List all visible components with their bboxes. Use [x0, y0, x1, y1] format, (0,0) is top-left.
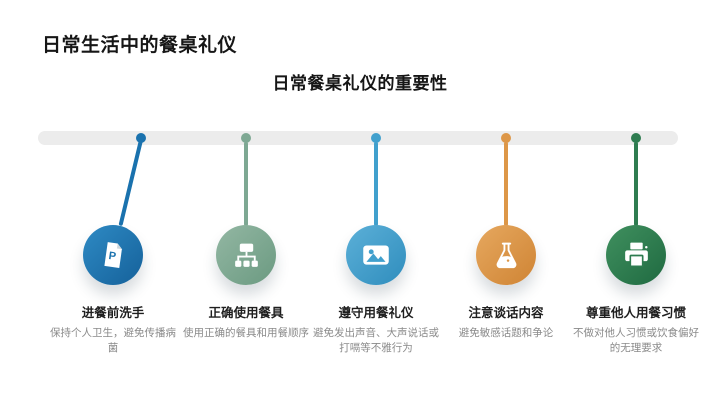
step-circle [476, 225, 536, 285]
timeline-bar [38, 131, 678, 145]
step-circle [346, 225, 406, 285]
page-subtitle: 日常餐桌礼仪的重要性 [272, 74, 448, 93]
connector-line [118, 139, 143, 226]
timeline-item: 正确使用餐具 使用正确的餐具和用餐顺序 [176, 225, 316, 341]
timeline-dot [501, 133, 511, 143]
timeline-dot [241, 133, 251, 143]
connector-line [244, 142, 248, 226]
svg-text:P: P [108, 250, 117, 263]
page-title: 日常生活中的餐桌礼仪 [42, 35, 238, 56]
sitemap-icon [234, 243, 258, 267]
item-desc: 保持个人卫生，避免传播病菌 [50, 327, 176, 354]
item-desc: 避免发出声音、大声说话或打嗝等不雅行为 [313, 327, 439, 354]
item-desc: 使用正确的餐具和用餐顺序 [183, 327, 309, 339]
document-p-icon: P [104, 242, 122, 268]
flask-icon [496, 242, 516, 268]
timeline-item: 注意谈话内容 避免敏感话题和争论 [436, 225, 576, 341]
item-title: 注意谈话内容 [468, 306, 544, 320]
item-title: 正确使用餐具 [208, 306, 284, 320]
connector-line [374, 142, 378, 226]
step-circle [606, 225, 666, 285]
timeline-item: P 进餐前洗手 保持个人卫生，避免传播病菌 [43, 225, 183, 356]
timeline-item: 尊重他人用餐习惯 不做对他人习惯或饮食偏好的无理要求 [566, 225, 706, 356]
item-desc: 避免敏感话题和争论 [458, 327, 554, 339]
printer-icon [624, 242, 648, 267]
item-title: 进餐前洗手 [81, 306, 145, 320]
connector-line [504, 142, 508, 226]
image-icon [363, 245, 389, 265]
timeline-dot [631, 133, 641, 143]
timeline-item: 遵守用餐礼仪 避免发出声音、大声说话或打嗝等不雅行为 [306, 225, 446, 356]
item-desc: 不做对他人习惯或饮食偏好的无理要求 [573, 327, 699, 354]
item-title: 尊重他人用餐习惯 [585, 306, 686, 320]
timeline-dot [136, 133, 146, 143]
step-circle [216, 225, 276, 285]
connector-line [634, 142, 638, 226]
timeline-dot [371, 133, 381, 143]
item-title: 遵守用餐礼仪 [338, 306, 414, 320]
step-circle: P [83, 225, 143, 285]
